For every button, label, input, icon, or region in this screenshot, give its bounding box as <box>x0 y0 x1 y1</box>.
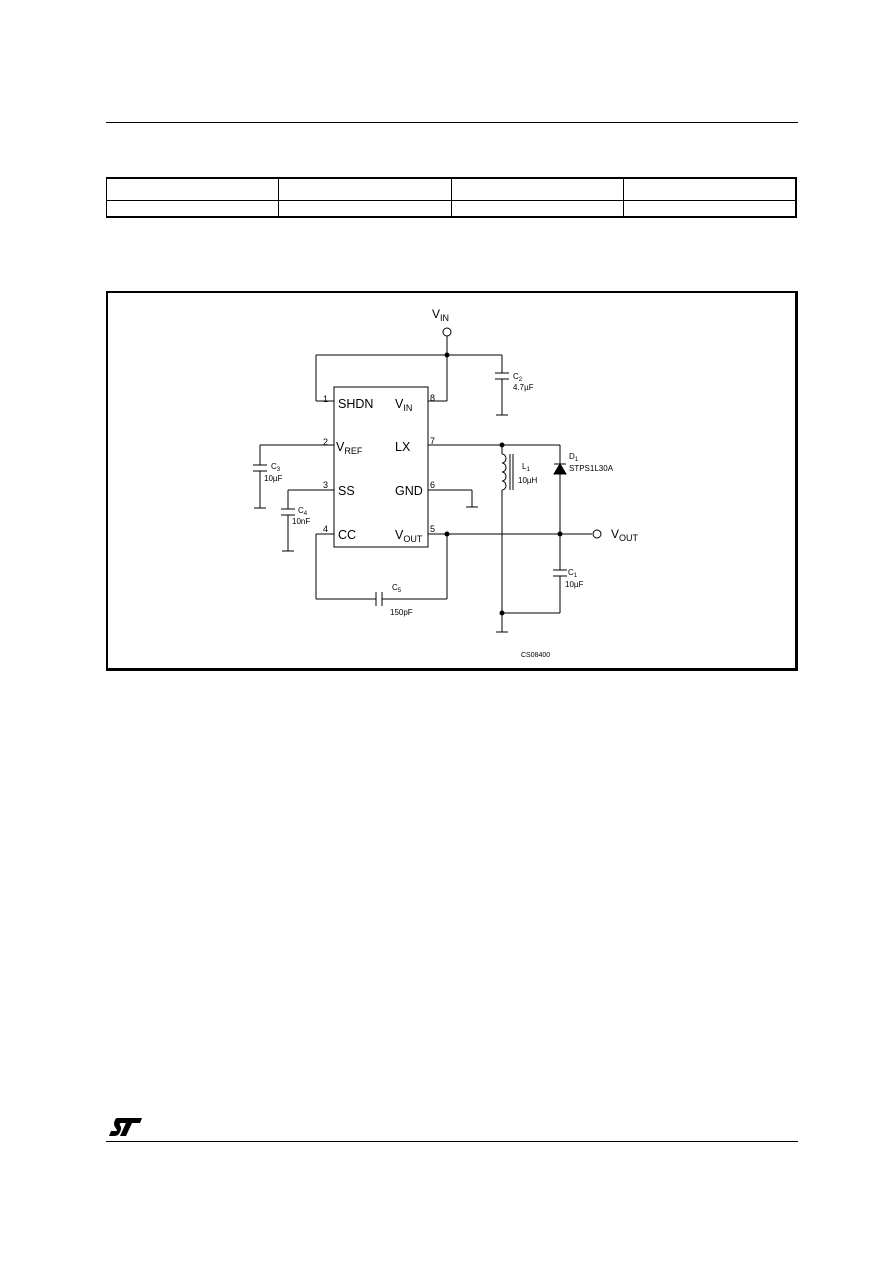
st-logo-mark <box>109 1118 142 1136</box>
inductor-l1 <box>501 445 514 613</box>
c2-ref: C2 <box>513 372 523 383</box>
c4-value: 10nF <box>292 517 310 526</box>
capacitor-c4 <box>281 490 295 552</box>
header-rule <box>106 122 798 123</box>
c5-value: 150pF <box>390 608 413 617</box>
vout-terminal[interactable] <box>592 529 602 539</box>
pin-number-8: 8 <box>430 393 435 403</box>
pin-number-7: 7 <box>430 436 435 446</box>
c4-ref: C4 <box>298 506 308 517</box>
pin-label-vref: VREF <box>336 440 363 456</box>
d1-ref: D1 <box>569 452 579 463</box>
capacitor-c5 <box>316 592 447 606</box>
table-cell <box>105 200 280 218</box>
schematic: 1 2 3 4 5 6 7 8 SHDN VREF SS CC VOUT GND… <box>253 307 639 659</box>
ground-gnd-pin <box>428 489 478 508</box>
pin-label-vout: VOUT <box>395 528 423 544</box>
l1-value: 10µH <box>518 476 538 485</box>
vout-terminal-label: VOUT <box>611 527 639 543</box>
spec-table <box>105 177 798 218</box>
pin-label-shdn: SHDN <box>338 397 373 411</box>
table-cell <box>278 200 452 218</box>
vin-terminal[interactable] <box>442 327 452 337</box>
pin-number-5: 5 <box>430 524 435 534</box>
st-logo <box>109 1118 142 1136</box>
figure-code: CS08400 <box>521 652 550 659</box>
c1-ref: C1 <box>568 568 578 579</box>
vin-terminal-label: VIN <box>432 307 449 323</box>
pin-number-1: 1 <box>323 394 328 404</box>
ic-body <box>333 386 429 548</box>
capacitor-c2 <box>495 355 509 416</box>
table-cell <box>278 177 452 201</box>
pin-number-2: 2 <box>323 437 328 447</box>
pin-number-6: 6 <box>430 480 435 490</box>
pin-label-ss: SS <box>338 484 355 498</box>
c5-ref: C5 <box>392 583 402 594</box>
table-cell <box>450 200 625 218</box>
pin-label-vin: VIN <box>395 397 412 413</box>
pin-number-4: 4 <box>323 524 328 534</box>
table-row <box>105 200 798 218</box>
pin-label-cc: CC <box>338 528 356 542</box>
footer-rule <box>106 1141 798 1142</box>
junction-dot <box>444 352 450 358</box>
table-cell <box>450 177 625 201</box>
ground-main <box>496 613 508 633</box>
table-row <box>105 177 798 201</box>
diode-d1 <box>553 445 567 534</box>
table-cell <box>105 177 280 201</box>
table-cell <box>623 177 798 201</box>
table-cell <box>623 200 798 218</box>
pin-label-lx: LX <box>395 440 411 454</box>
capacitor-c1 <box>553 534 567 613</box>
capacitor-c3 <box>253 445 267 509</box>
junction-dot <box>444 531 450 537</box>
pin-number-3: 3 <box>323 480 328 490</box>
c1-value: 10µF <box>565 580 584 589</box>
pin-label-gnd: GND <box>395 484 423 498</box>
diagram-frame: 1 2 3 4 5 6 7 8 SHDN VREF SS CC VOUT GND… <box>106 291 798 671</box>
d1-value: STPS1L30A <box>569 464 614 473</box>
l1-ref: L1 <box>522 462 530 473</box>
c3-value: 10µF <box>264 474 283 483</box>
c2-value: 4.7µF <box>513 383 534 392</box>
c3-ref: C3 <box>271 462 281 473</box>
